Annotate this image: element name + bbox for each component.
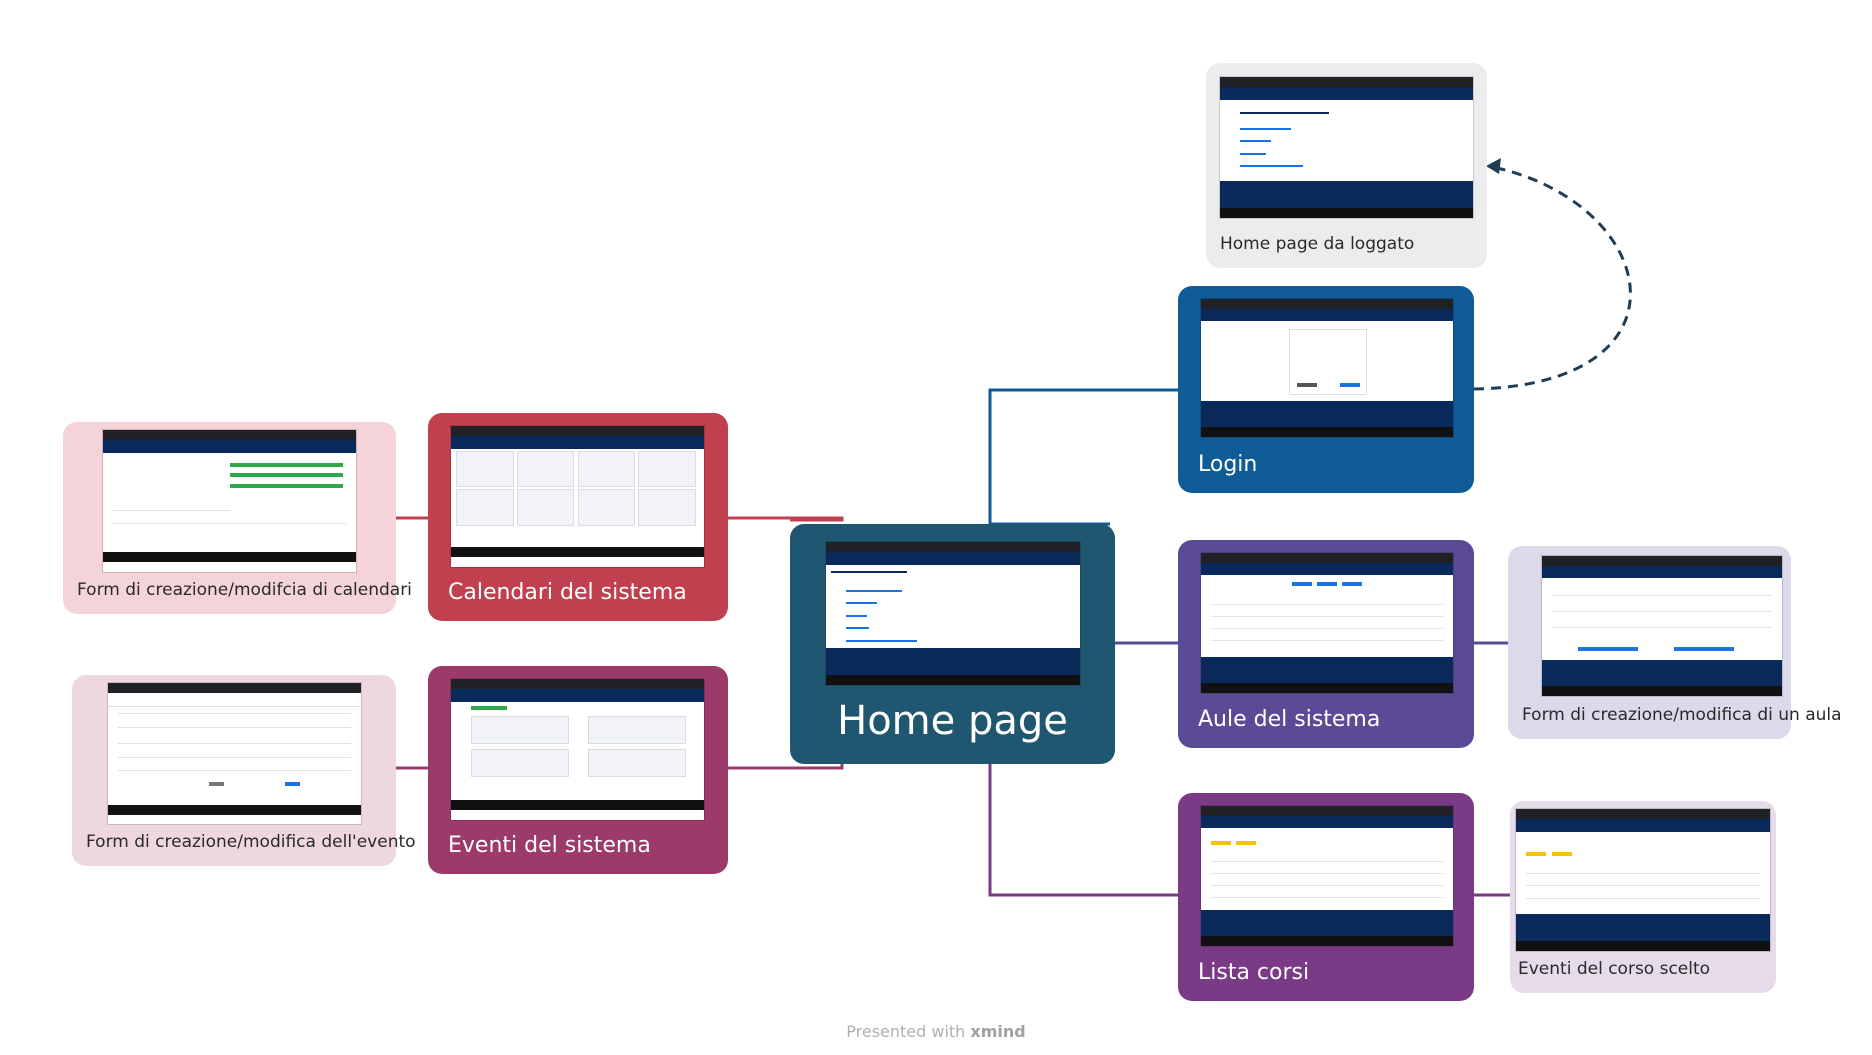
- node-eventi[interactable]: Eventi del sistema: [428, 666, 728, 874]
- screenshot-form-evento: [108, 683, 361, 824]
- screenshot-eventi-corso: [1516, 809, 1770, 951]
- screenshot-form-aula: [1542, 556, 1782, 696]
- node-form-evento[interactable]: Form di creazione/modifica dell'evento: [72, 675, 416, 866]
- node-label: Eventi del sistema: [448, 833, 651, 858]
- node-label: Lista corsi: [1198, 960, 1310, 985]
- node-label: Home page da loggato: [1220, 234, 1415, 254]
- node-form-calendari[interactable]: Form di creazione/modifcia di calendari: [63, 422, 412, 614]
- arrow-head: [1486, 158, 1501, 174]
- node-home-page[interactable]: Home page: [790, 524, 1115, 764]
- node-calendari[interactable]: Calendari del sistema: [428, 413, 728, 621]
- node-label: Form di creazione/modifica dell'evento: [86, 832, 416, 852]
- screenshot-login: [1201, 299, 1453, 437]
- node-label: Form di creazione/modifcia di calendari: [77, 580, 412, 600]
- node-label: Login: [1198, 452, 1258, 477]
- screenshot-eventi: [451, 679, 704, 820]
- connector-home-login: [988, 388, 1178, 526]
- screenshot-lista-corsi: [1201, 806, 1453, 946]
- connector-home-calendari: [728, 516, 844, 522]
- node-eventi-corso[interactable]: Eventi del corso scelto: [1510, 801, 1776, 993]
- connector-login-home-loggato: [1473, 164, 1632, 391]
- screenshot-calendari: [451, 426, 704, 567]
- node-label: Aule del sistema: [1198, 707, 1381, 732]
- screenshot-aule: [1201, 553, 1453, 693]
- node-home-loggato[interactable]: Home page da loggato: [1206, 63, 1487, 268]
- footer-brand: xmind: [970, 1022, 1026, 1041]
- node-login[interactable]: Login: [1178, 286, 1474, 493]
- connector-home-corsi: [988, 760, 1178, 897]
- node-lista-corsi[interactable]: Lista corsi: [1178, 793, 1474, 1001]
- node-label: Eventi del corso scelto: [1518, 959, 1711, 979]
- footer-prefix: Presented with: [846, 1022, 966, 1041]
- presented-with-note: Presented with xmind: [0, 1022, 1872, 1041]
- node-form-aula[interactable]: Form di creazione/modifica di un aula: [1508, 546, 1842, 739]
- screenshot-home-page: [826, 542, 1080, 685]
- screenshot-form-calendari: [103, 430, 356, 572]
- node-label: Calendari del sistema: [448, 580, 687, 605]
- node-label: Form di creazione/modifica di un aula: [1522, 705, 1842, 725]
- node-label-home: Home page: [837, 698, 1068, 744]
- node-aule[interactable]: Aule del sistema: [1178, 540, 1474, 748]
- screenshot-home-loggato: [1220, 77, 1473, 218]
